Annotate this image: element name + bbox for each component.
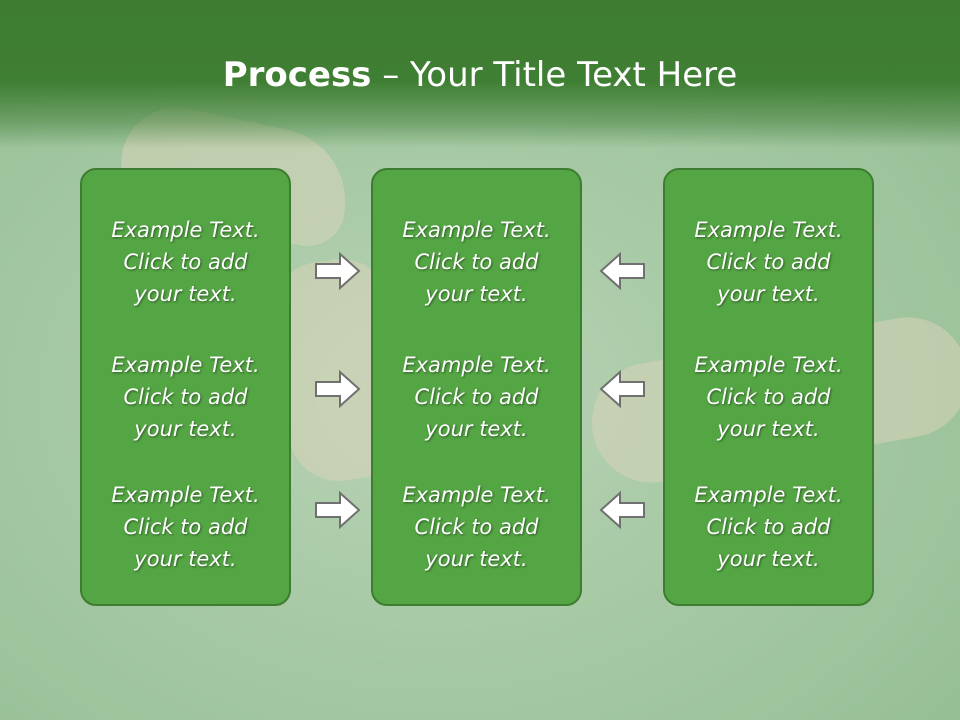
title-banner: [0, 0, 960, 148]
title-bold-part: Process: [222, 55, 372, 95]
text-placeholder[interactable]: Example Text. Click to add your text.: [373, 479, 580, 575]
text-line: Click to add: [123, 515, 248, 539]
text-line: Click to add: [706, 515, 831, 539]
left-arrow-icon: [599, 369, 645, 409]
text-line: Click to add: [414, 250, 539, 274]
text-line: Example Text.: [694, 218, 843, 242]
right-arrow-icon: [315, 251, 361, 291]
text-line: Example Text.: [111, 483, 260, 507]
text-line: your text.: [425, 417, 528, 441]
text-placeholder[interactable]: Example Text. Click to add your text.: [665, 479, 872, 575]
text-line: Example Text.: [402, 483, 551, 507]
text-line: your text.: [425, 282, 528, 306]
text-line: Click to add: [706, 385, 831, 409]
process-box-left[interactable]: Example Text. Click to add your text. Ex…: [80, 168, 291, 606]
text-line: your text.: [134, 417, 237, 441]
text-line: your text.: [717, 282, 820, 306]
text-placeholder[interactable]: Example Text. Click to add your text.: [82, 479, 289, 575]
title-rest-part: – Your Title Text Here: [371, 55, 738, 95]
text-placeholder[interactable]: Example Text. Click to add your text.: [82, 214, 289, 310]
text-line: your text.: [134, 282, 237, 306]
text-placeholder[interactable]: Example Text. Click to add your text.: [373, 214, 580, 310]
text-placeholder[interactable]: Example Text. Click to add your text.: [82, 349, 289, 445]
slide-title[interactable]: Process – Your Title Text Here: [0, 52, 960, 98]
left-arrow-icon: [599, 490, 645, 530]
right-arrow-icon: [315, 490, 361, 530]
text-line: Example Text.: [402, 218, 551, 242]
text-line: your text.: [134, 547, 237, 571]
right-arrow-icon: [315, 369, 361, 409]
text-line: your text.: [425, 547, 528, 571]
text-line: your text.: [717, 417, 820, 441]
process-box-right[interactable]: Example Text. Click to add your text. Ex…: [663, 168, 874, 606]
process-box-center[interactable]: Example Text. Click to add your text. Ex…: [371, 168, 582, 606]
text-line: Example Text.: [694, 483, 843, 507]
text-placeholder[interactable]: Example Text. Click to add your text.: [665, 349, 872, 445]
text-line: your text.: [717, 547, 820, 571]
text-placeholder[interactable]: Example Text. Click to add your text.: [665, 214, 872, 310]
text-line: Click to add: [414, 515, 539, 539]
text-line: Click to add: [123, 250, 248, 274]
text-placeholder[interactable]: Example Text. Click to add your text.: [373, 349, 580, 445]
text-line: Example Text.: [111, 218, 260, 242]
left-arrow-icon: [599, 251, 645, 291]
text-line: Click to add: [706, 250, 831, 274]
text-line: Example Text.: [111, 353, 260, 377]
text-line: Example Text.: [694, 353, 843, 377]
text-line: Click to add: [123, 385, 248, 409]
text-line: Click to add: [414, 385, 539, 409]
text-line: Example Text.: [402, 353, 551, 377]
